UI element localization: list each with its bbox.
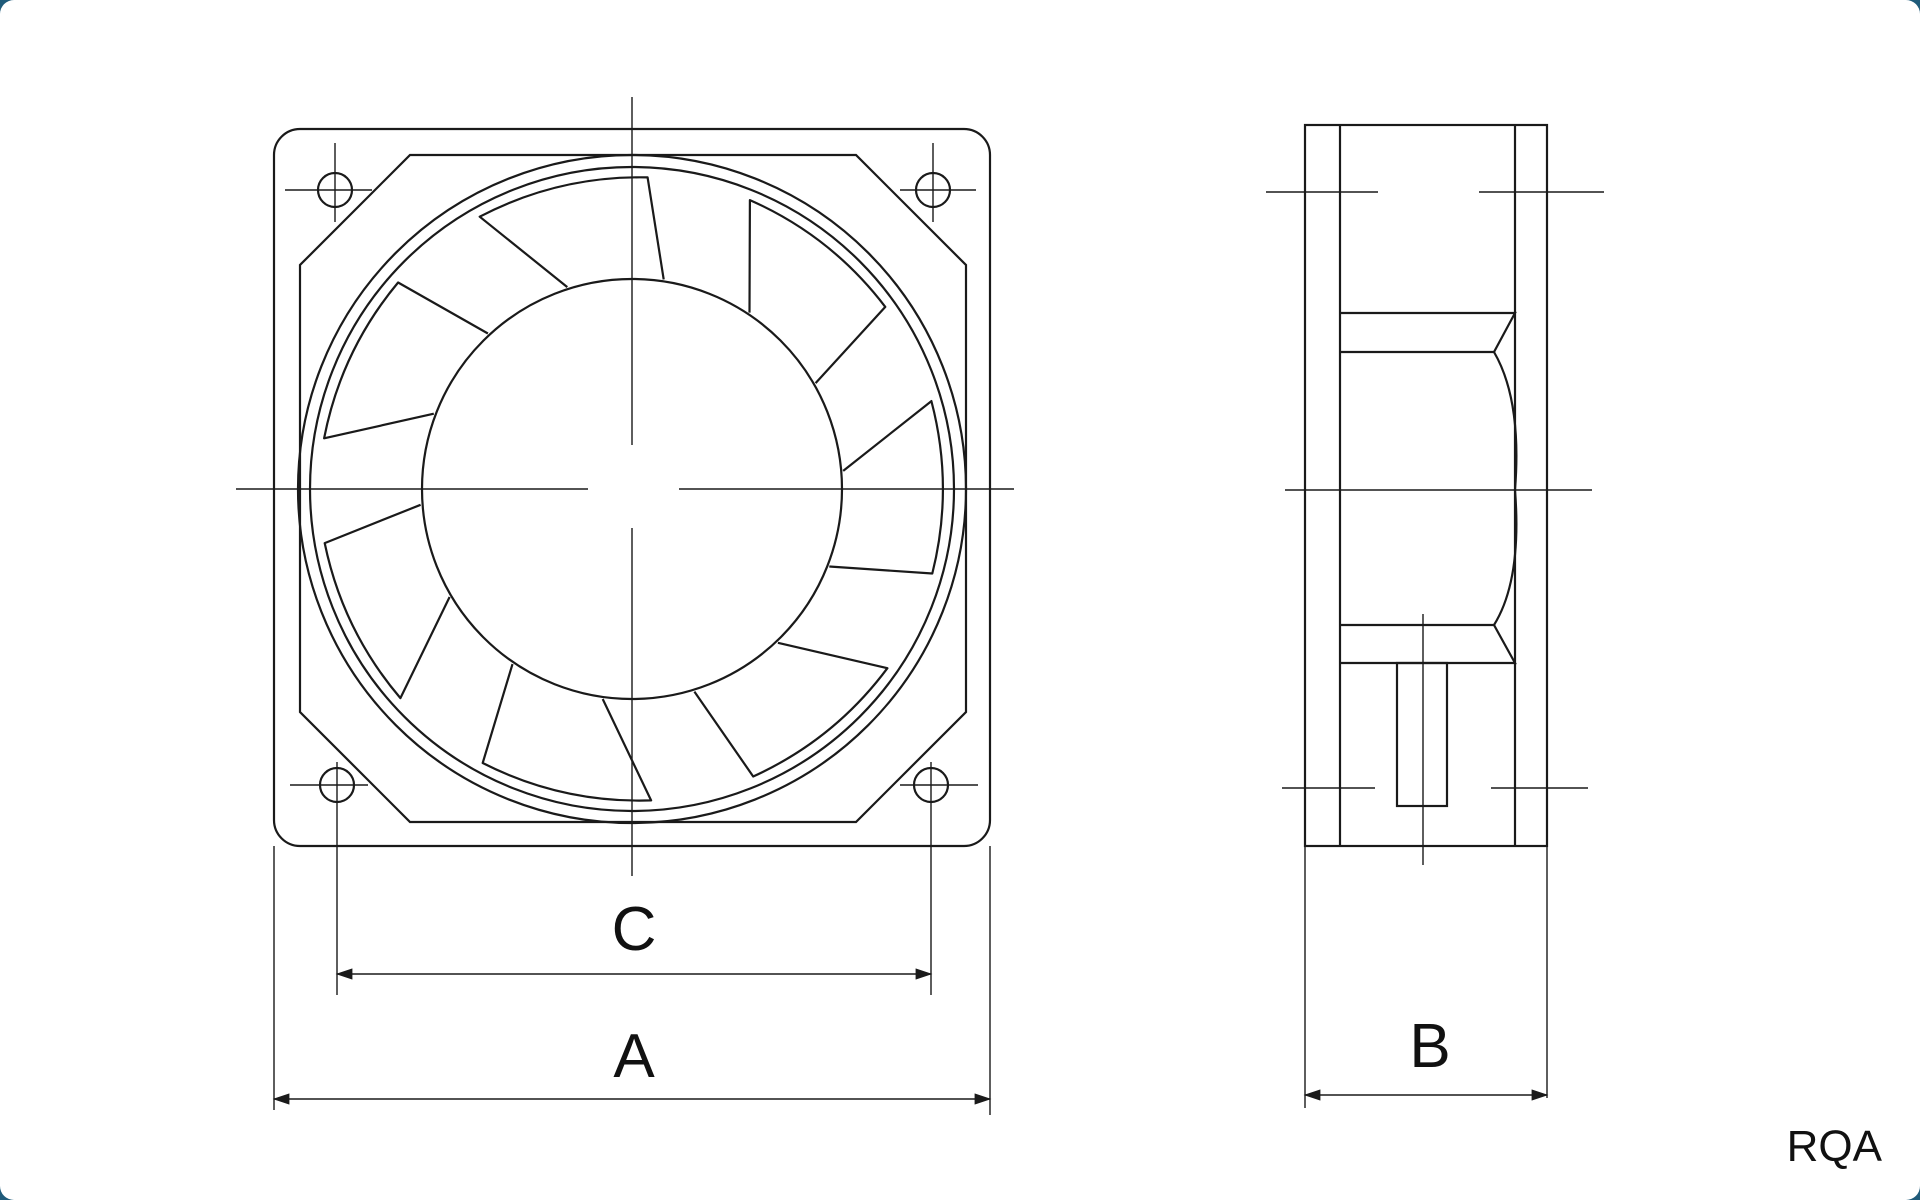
dimension-b-label: B (1409, 1012, 1450, 1081)
fan-blade (478, 176, 665, 288)
side-center-lines (1266, 191, 1604, 865)
fan-side-view: B (1266, 123, 1604, 1108)
fan-blade (748, 199, 887, 384)
motor-bottom (1340, 623, 1517, 665)
shaft (1395, 661, 1449, 808)
fan-blade (693, 641, 889, 778)
fan-blade (323, 281, 489, 440)
fan-blade (323, 503, 451, 700)
model-code: RQA (1786, 1122, 1882, 1171)
dimension-a-label: A (613, 1022, 655, 1091)
fan-blade (481, 663, 653, 802)
dimension-c-label: C (612, 895, 657, 964)
front-center-lines (236, 97, 1014, 876)
mounting-holes (285, 143, 978, 995)
side-outline (1303, 123, 1549, 848)
motor-top (1340, 311, 1517, 354)
fan-blades (323, 176, 945, 802)
fan-front-view: C A (236, 97, 1014, 1115)
fan-blade (829, 400, 945, 575)
fan-frame-chamfer (298, 153, 968, 824)
motor-body-curve (1493, 351, 1518, 626)
